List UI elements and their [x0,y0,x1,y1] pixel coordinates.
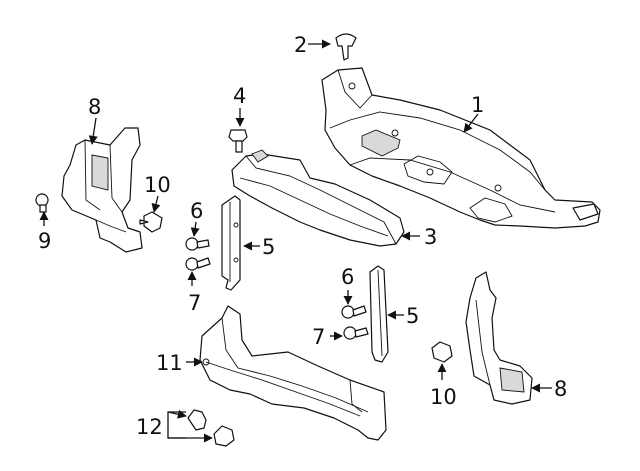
callout-labels: 2 1 4 3 8 9 10 6 5 7 6 5 7 11 10 8 12 [38,33,567,439]
side-bracket-left [221,195,241,291]
callout-1: 1 [471,93,484,117]
callout-4: 4 [233,84,246,108]
side-bracket-right [369,265,389,363]
bolt [228,129,248,153]
callout-3: 3 [424,225,437,249]
screw-left-upper [185,237,210,251]
clip-12-upper [187,409,207,431]
leader-lines [39,39,552,443]
push-clip [335,33,357,61]
callout-11: 11 [156,351,183,375]
screw-right-lower [343,326,369,340]
upper-deflector-panel [321,67,601,229]
air-guide-left [61,127,143,253]
screw-9 [35,193,49,213]
callout-6-left: 6 [190,199,203,223]
callout-2: 2 [294,33,307,57]
push-pin-right [431,341,453,363]
callout-5-left: 5 [262,235,275,259]
callout-5-right: 5 [406,304,419,328]
callout-8-left: 8 [88,95,101,119]
callout-10-right: 10 [430,385,457,409]
callout-8-right: 8 [554,377,567,401]
callout-6-right: 6 [341,265,354,289]
lower-deflector [199,305,387,441]
clip-12-lower [213,425,235,447]
screw-right-upper [341,305,367,319]
callout-12: 12 [136,415,163,439]
air-guide-right [465,271,533,405]
center-deflector-panel [231,149,405,247]
callout-10-left: 10 [144,173,171,197]
screw-left-lower [185,257,211,271]
callout-7-right: 7 [312,325,325,349]
push-pin-left [139,211,163,233]
callout-9: 9 [38,229,51,253]
callout-7-left: 7 [188,291,201,315]
